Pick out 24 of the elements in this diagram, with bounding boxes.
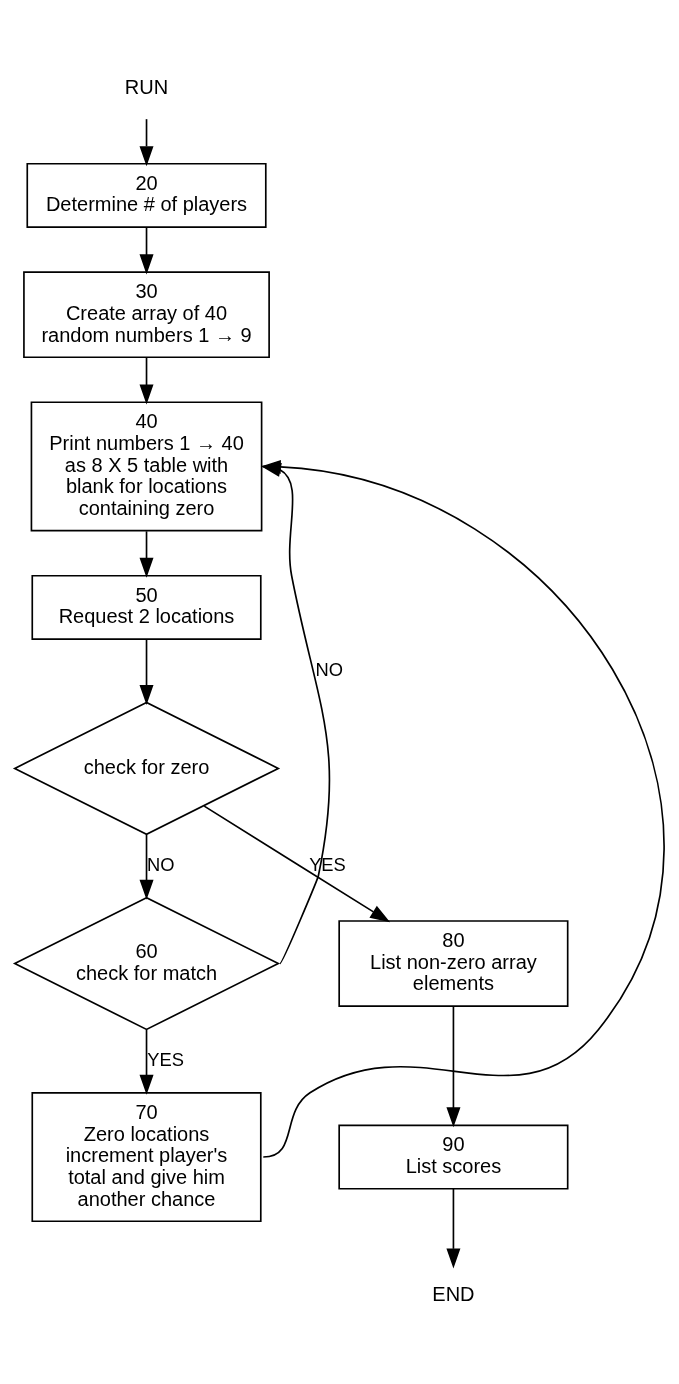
node-box: 80 List non-zero array elements — [338, 919, 569, 1007]
arrow — [139, 833, 154, 900]
arrow — [139, 117, 154, 166]
node-box: 50 Request 2 locations — [31, 574, 262, 640]
edge-label: NO — [146, 853, 175, 875]
node-text: END — [432, 1282, 475, 1305]
node-box: 70 Zero locations increment player's total and give him another chance — [31, 1091, 262, 1222]
arrow — [446, 1005, 461, 1127]
arrow — [139, 356, 154, 405]
node-diamond: check for zero — [12, 701, 281, 835]
node-text: RUN — [124, 75, 169, 98]
arrow — [139, 1028, 154, 1095]
node-box: 90 List scores — [338, 1124, 569, 1190]
arrow — [446, 1187, 461, 1268]
arrow — [139, 226, 154, 274]
node-box: 30 Create array of 40 random numbers 1 → 9 — [23, 270, 270, 358]
edge-label: NO — [315, 657, 343, 679]
arrow — [203, 804, 391, 922]
node-diamond: 60 check for match — [12, 896, 281, 1030]
node-box: 20 Determine # of players — [26, 162, 267, 228]
edge-label: YES — [147, 1048, 185, 1070]
arrow — [139, 638, 154, 705]
node-box: 40 Print numbers 1 → 40 as 8 X 5 table with blank for locations containing zero — [30, 400, 263, 532]
arrow — [139, 530, 154, 578]
